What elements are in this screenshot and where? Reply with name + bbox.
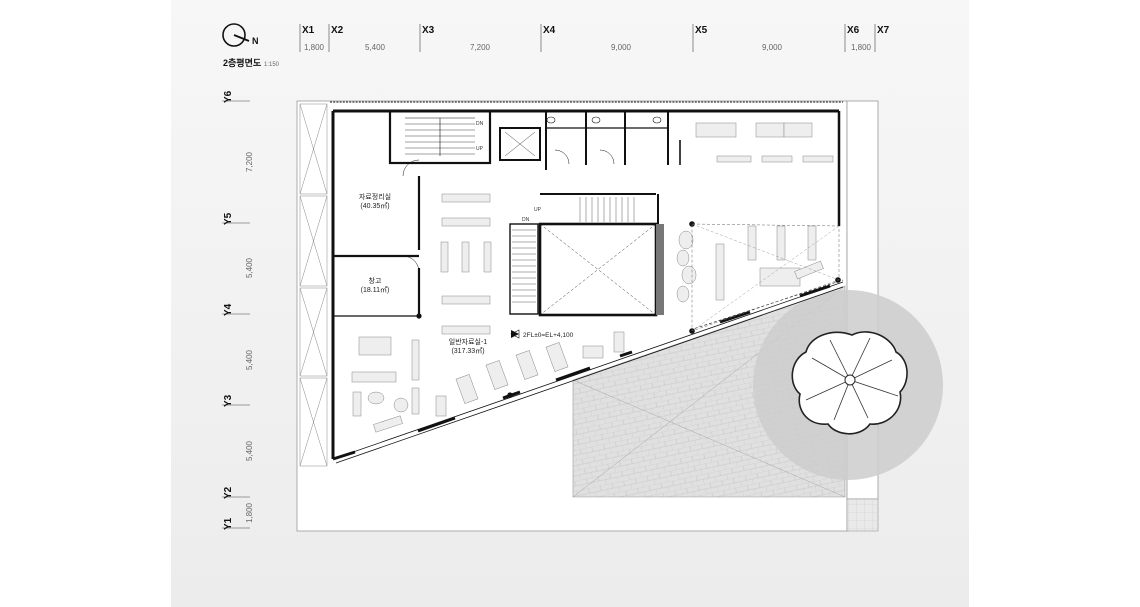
west-louvers <box>299 103 328 467</box>
x-axis-6: X6 <box>847 25 860 36</box>
y-axis-6: Y6 <box>223 90 234 103</box>
x-span-6: 1,800 <box>851 43 872 52</box>
level-marker: 2FL±0=EL+4,100 <box>510 329 574 339</box>
x-span-2: 5,400 <box>365 43 386 52</box>
core-stair-up: UP <box>476 146 484 152</box>
north-label: N <box>252 36 259 46</box>
x-axis-ruler: X1 X2 X3 X4 X5 X6 X7 1,800 5,400 7,200 9… <box>299 24 890 52</box>
core-stair-dn: DN <box>476 121 484 127</box>
y-span-2: 5,400 <box>245 257 254 278</box>
y-axis-2: Y2 <box>223 486 234 499</box>
archive-room-name: 자료정리실 <box>359 192 391 201</box>
y-axis-3: Y3 <box>223 394 234 407</box>
archive-room-area: (40.35㎡) <box>360 202 389 210</box>
level-note: 2FL±0=EL+4,100 <box>523 332 574 339</box>
general-room-name: 일반자료실-1 <box>449 337 488 346</box>
central-void <box>509 193 664 317</box>
x-span-3: 7,200 <box>470 43 491 52</box>
x-axis-7: X7 <box>877 25 890 36</box>
y-axis-ruler: Y6 Y5 Y4 Y3 Y2 Y1 7,200 5,400 5,400 5,40… <box>222 90 254 530</box>
drawing-scale: 1:150 <box>264 62 280 68</box>
x-axis-5: X5 <box>695 25 708 36</box>
y-axis-4: Y4 <box>223 303 234 316</box>
y-span-1: 7,200 <box>245 151 254 172</box>
room-walls <box>333 159 421 317</box>
x-span-5: 9,000 <box>762 43 783 52</box>
north-core <box>388 109 681 170</box>
void-stair-dn: DN <box>522 217 530 223</box>
tree-icon <box>791 331 908 435</box>
east-zone-diagonals <box>691 223 840 332</box>
x-span-1: 1,800 <box>304 43 325 52</box>
x-axis-1: X1 <box>302 25 315 36</box>
void-stair-up: UP <box>534 207 542 213</box>
storage-room-name: 창고 <box>369 277 382 285</box>
x-axis-2: X2 <box>331 25 344 36</box>
y-axis-5: Y5 <box>223 212 234 225</box>
x-axis-4: X4 <box>543 25 556 36</box>
y-span-4: 5,400 <box>245 440 254 461</box>
y-span-3: 5,400 <box>245 349 254 370</box>
furniture <box>351 122 834 433</box>
drawing-title: 2층평면도 <box>223 57 262 68</box>
y-span-5: 1,800 <box>245 502 254 523</box>
x-span-4: 9,000 <box>611 43 632 52</box>
north-arrow: N <box>222 23 259 47</box>
y-axis-1: Y1 <box>223 517 234 530</box>
x-axis-3: X3 <box>422 25 435 36</box>
general-room-area: (317.33㎡) <box>451 347 484 355</box>
storage-room-area: (18.11㎡) <box>361 286 390 294</box>
mesh-pad <box>846 498 879 532</box>
